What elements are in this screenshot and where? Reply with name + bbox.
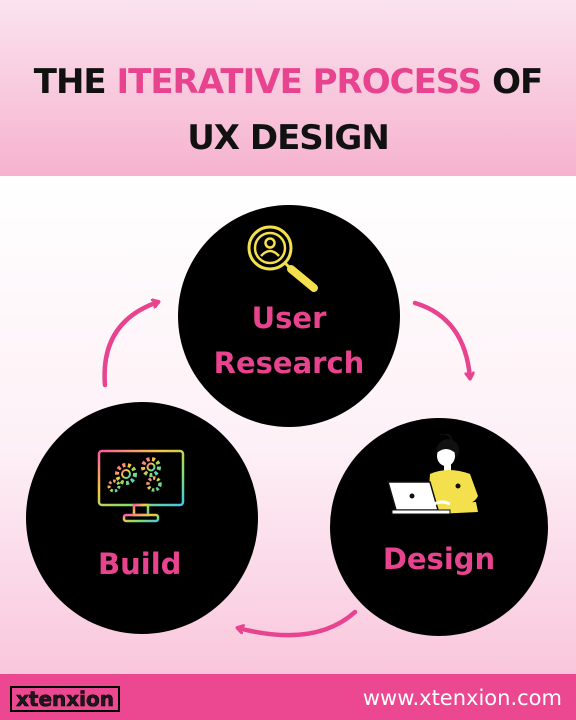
stage-label-design: Design (382, 542, 496, 576)
title-accent: ITERATIVE PROCESS (116, 62, 482, 102)
arrow-research-to-design (412, 300, 470, 378)
stage-build-circle (26, 402, 258, 634)
monitor-gears-icon (97, 449, 185, 523)
user-search-icon (247, 225, 318, 292)
title-part-2: OF (481, 62, 543, 102)
page-title-line-2: UX DESIGN (187, 118, 390, 158)
stage-label-build: Build (98, 547, 182, 581)
header-banner (0, 0, 576, 176)
arrow-design-to-build (238, 609, 358, 638)
website-link[interactable]: www.xtenxion.com (362, 686, 562, 710)
title-part-1: THE (33, 62, 117, 102)
brand-name: xtenxion (16, 687, 115, 711)
page-title-line-1: THE ITERATIVE PROCESS OF (0, 62, 576, 102)
stage-label-research: Research (213, 346, 365, 380)
brand-logo: xtenxion (10, 686, 120, 712)
stage-label-user: User (251, 301, 327, 335)
arrow-build-to-research (102, 302, 158, 388)
person-with-laptop-icon (387, 434, 478, 515)
